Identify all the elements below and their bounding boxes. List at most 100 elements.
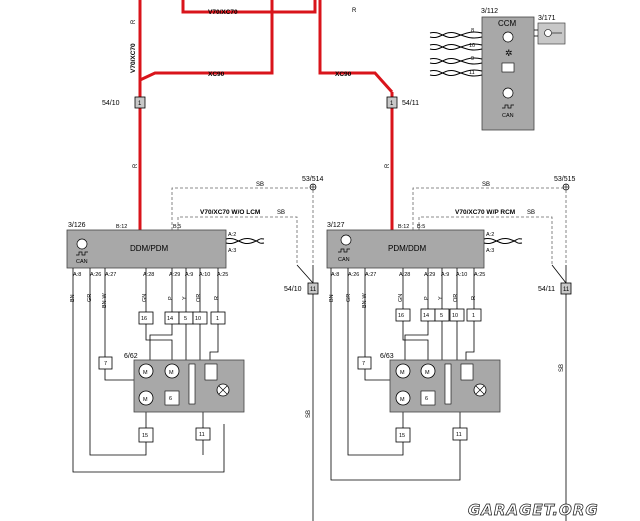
pdm-can-label: CAN <box>338 257 350 263</box>
mirror-left-15: 15 <box>142 433 148 439</box>
mirror-left-6: 6 <box>169 396 172 402</box>
mirror-right-7: 7 <box>362 361 365 367</box>
mirror-left-conn-15 <box>138 427 154 443</box>
ccm-twisted-wires <box>429 31 483 77</box>
ddm-wire-r: R <box>214 296 220 300</box>
ddm-pin-a25: A:25 <box>217 272 228 278</box>
pdm-pin-a25: A:25 <box>474 272 485 278</box>
ddm-ref: 3/126 <box>68 222 86 229</box>
mirror-6-62: 6/62 M M M 6 <box>124 353 245 413</box>
pdm-conn-14: 14 <box>423 313 429 319</box>
mirror-right-conn-15 <box>395 427 411 443</box>
splice-54-10-id: 54/10 <box>102 100 120 107</box>
ccm-ref: 3/112 <box>481 8 498 15</box>
pdm-b12: B:12 <box>398 224 409 230</box>
ddm-pin-a29: A:29 <box>169 272 180 278</box>
shield-wires-right <box>412 187 567 521</box>
mirror-left-motor-2-label: M <box>169 370 174 376</box>
pdm-pin-a10: A:10 <box>456 272 467 278</box>
splice-54-10-top <box>134 96 146 109</box>
splice-54-11-bottom-id: 54/11 <box>538 286 555 293</box>
splice-54-11-bottom <box>560 282 572 295</box>
pdm-clock-icon <box>340 234 352 246</box>
splice-54-10-bottom-pin: 11 <box>310 287 317 293</box>
pdm-twisted-wires <box>483 237 523 245</box>
ddm-lower-wiring <box>72 268 225 473</box>
pdm-wire-p: P <box>424 296 430 300</box>
ddm-twisted-wires <box>225 237 265 245</box>
ground-53-515: 53/515 <box>554 176 576 191</box>
mirror-right-motor-1 <box>395 363 411 379</box>
pdm-b5: B:5 <box>417 224 425 230</box>
mirror-left-motor-1-label: M <box>143 370 148 376</box>
pdm-pin-a29: A:29 <box>424 272 435 278</box>
mirror-left-ref: 6/62 <box>124 353 138 360</box>
mirror-right-motor-1-label: M <box>400 370 405 376</box>
ddm-pin-a27: A:27 <box>105 272 116 278</box>
mirror-right-ref: 6/63 <box>380 353 394 360</box>
mirror-left-11: 11 <box>199 432 205 438</box>
shield-right-sb-3: SB <box>559 364 565 372</box>
splice-54-10-bottom-id: 54/10 <box>284 286 302 293</box>
pdm-conn-16: 16 <box>398 313 404 319</box>
ddm-wire-p: P <box>168 296 174 300</box>
pdm-pin-a27: A:27 <box>365 272 376 278</box>
pdm-conn-10: 10 <box>452 313 458 319</box>
pdm-wire-bn: BN <box>329 294 335 302</box>
pdm-wire-gn: GN <box>398 294 404 302</box>
mirror-left-7: 7 <box>104 361 107 367</box>
pdm-pin-a9: A:9 <box>441 272 449 278</box>
ccm-heater-icon <box>501 62 515 73</box>
ccm-pin-10: 10 <box>469 43 475 49</box>
power-wires <box>138 0 394 230</box>
ccm-pin-9: 9 <box>471 56 474 62</box>
mirror-right-conn-7 <box>357 356 372 370</box>
ddm-note: V70/XC70 W/O LCM <box>200 209 260 216</box>
mirror-left-switch <box>204 363 218 381</box>
ddm-pin-a9: A:9 <box>185 272 193 278</box>
label-xc90-left: XC90 <box>208 71 225 78</box>
label-xc90-right: XC90 <box>335 71 352 78</box>
shield-left-sb-2: SB <box>277 210 285 216</box>
mirror-right-11: 11 <box>456 432 462 438</box>
ddm-pin-a28: A:28 <box>143 272 154 278</box>
ground-53-515-ref: 53/515 <box>554 176 576 183</box>
ccm-title: CCM <box>498 19 517 28</box>
pdm-pin-a26: A:26 <box>348 272 359 278</box>
ddm-module: 3/126 DDM/PDM CAN B:12 B:5 A:2 A:3 V70/X… <box>66 209 260 269</box>
ddm-can-icon <box>76 251 88 256</box>
label-r-right-wire: R <box>385 163 391 168</box>
ccm-can-icon <box>502 104 514 109</box>
ddm-clock-icon <box>76 238 88 250</box>
ddm-conn-14: 14 <box>167 316 173 322</box>
label-r-left-top: R <box>131 19 137 24</box>
mirror-left-motor-3-label: M <box>143 397 148 403</box>
label-v70xc70-top: V70/XC70 <box>208 9 238 16</box>
mirror-right-motor-2 <box>420 363 436 379</box>
mirror-left-conn-11 <box>195 427 211 441</box>
ccm-fan-icon <box>502 31 514 43</box>
mirror-left-motor-1 <box>138 363 154 379</box>
ccm-pin-8: 8 <box>471 28 474 34</box>
pdm-lower-wiring <box>330 268 475 481</box>
ddm-wire-gn: GN <box>142 294 148 302</box>
splice-54-11-pin: 1 <box>390 101 394 107</box>
ddm-wire-y: Y <box>182 296 188 300</box>
mirror-right-sensor <box>420 390 436 406</box>
ddm-a3: A:3 <box>228 248 236 254</box>
splice-54-11-bottom-pin: 11 <box>563 287 570 293</box>
pdm-pins: A:8 A:26 A:27 A:28 A:29 A:9 A:10 A:25 BN… <box>329 272 485 308</box>
watermark-logo: GARAGET.ORG <box>468 501 599 519</box>
sensor-3-171: 3/171 <box>534 15 566 45</box>
pdm-module: 3/127 PDM/DDM CAN B:12 B:5 A:2 A:3 V70/X… <box>326 209 515 269</box>
pdm-pin-a28: A:28 <box>399 272 410 278</box>
ddm-pin-a26: A:26 <box>90 272 101 278</box>
shield-right-sb-2: SB <box>527 210 535 216</box>
ddm-b5: B:5 <box>173 224 181 230</box>
mirror-left-motor-3 <box>138 390 154 406</box>
mirror-left-conn-7 <box>98 356 113 370</box>
pdm-ref: 3/127 <box>327 222 345 229</box>
ccm-can-label: CAN <box>502 113 514 119</box>
splice-54-10-bottom <box>307 282 319 295</box>
pdm-can-icon <box>338 248 350 253</box>
